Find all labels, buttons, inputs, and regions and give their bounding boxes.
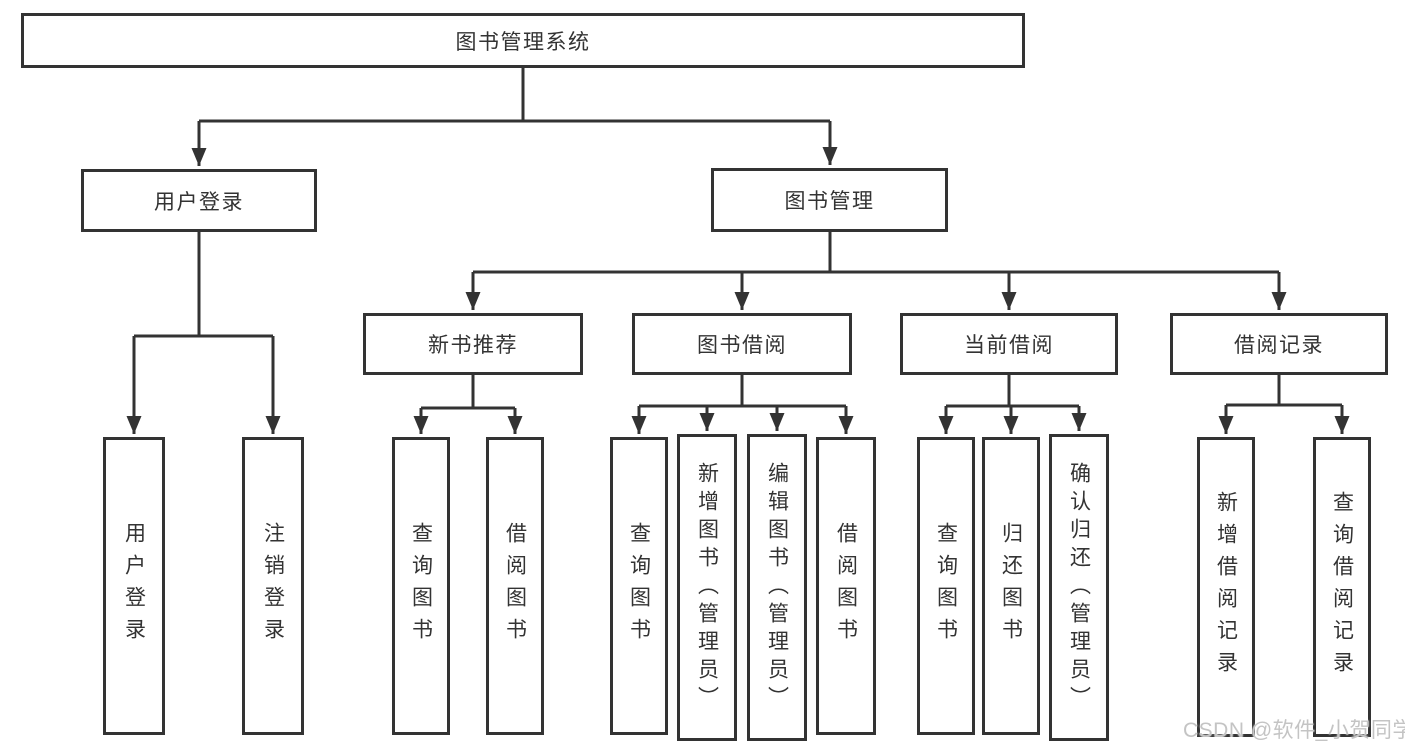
connector-root-fork <box>191 68 838 166</box>
leaf-logout: 注销登录 <box>242 437 304 735</box>
node-new-book-recommendation: 新书推荐 <box>363 313 583 375</box>
node-library-management-system: 图书管理系统 <box>21 13 1025 68</box>
connector-user-login-fork <box>126 232 281 434</box>
connector-borrow-records-fork <box>1218 375 1350 434</box>
node-book-management: 图书管理 <box>711 168 948 232</box>
leaf-user-login: 用户登录 <box>103 437 165 735</box>
node-current-borrowing: 当前借阅 <box>900 313 1118 375</box>
node-book-borrowing: 图书借阅 <box>632 313 852 375</box>
leaf-query-books-recommend: 查询图书 <box>392 437 450 735</box>
leaf-query-borrow-record: 查询借阅记录 <box>1313 437 1371 737</box>
leaf-query-books-current: 查询图书 <box>917 437 975 735</box>
connector-new-book-fork <box>413 375 523 434</box>
leaf-add-borrow-record: 新增借阅记录 <box>1197 437 1255 737</box>
csdn-watermark: CSDN @软件_小贺同学 <box>1183 719 1405 742</box>
leaf-add-books-admin: 新增图书（管理员） <box>677 434 737 741</box>
leaf-return-books: 归还图书 <box>982 437 1040 735</box>
node-borrowing-records: 借阅记录 <box>1170 313 1388 375</box>
leaf-borrow-books-recommend: 借阅图书 <box>486 437 544 735</box>
connector-current-borrow-fork <box>938 375 1087 434</box>
leaf-query-books-borrow: 查询图书 <box>610 437 668 735</box>
leaf-borrow-books: 借阅图书 <box>816 437 876 735</box>
connector-book-management-fork <box>465 232 1287 310</box>
leaf-edit-books-admin: 编辑图书（管理员） <box>747 434 807 741</box>
node-user-login: 用户登录 <box>81 169 317 232</box>
leaf-confirm-return-admin: 确认归还（管理员） <box>1049 434 1109 741</box>
connector-book-borrow-fork <box>631 375 854 434</box>
